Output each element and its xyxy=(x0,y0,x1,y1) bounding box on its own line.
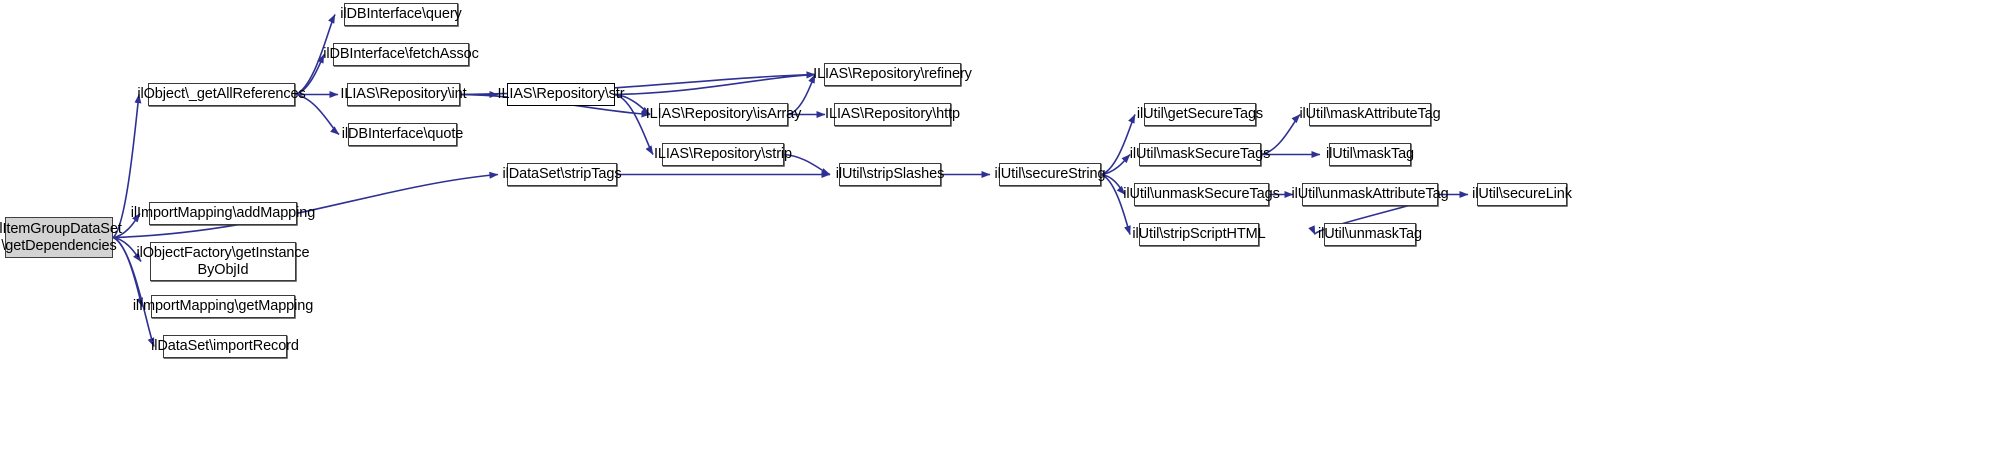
graph-node-stripTags[interactable]: ilDataSet\stripTags xyxy=(503,163,622,186)
edge-str-to-refinery xyxy=(614,71,816,96)
graph-node-refinery[interactable]: ILIAS\Repository\refinery xyxy=(813,63,972,86)
edge-str-to-strip xyxy=(614,93,654,155)
graph-node-unmaskSecureTags[interactable]: ilUtil\unmaskSecureTags xyxy=(1123,183,1280,206)
graph-node-importRecord[interactable]: ilDataSet\importRecord xyxy=(151,335,299,358)
edge-secureString-to-stripScriptHTML xyxy=(1100,173,1131,235)
graph-node-getMapping[interactable]: ilImportMapping\getMapping xyxy=(133,295,313,318)
graph-node-getAllReferences[interactable]: ilObject\_getAllReferences xyxy=(137,83,306,106)
graph-node-stripScriptHTML[interactable]: ilUtil\stripScriptHTML xyxy=(1132,223,1266,246)
graph-node-str[interactable]: ILIAS\Repository\str xyxy=(498,83,625,106)
graph-node-getInstanceByObjId[interactable]: ilObjectFactory\getInstance ByObjId xyxy=(137,242,310,281)
graph-node-root[interactable]: ilItemGroupDataSet \getDependencies xyxy=(0,217,122,258)
graph-node-quote[interactable]: ilDBInterface\quote xyxy=(342,123,463,146)
graph-node-strip[interactable]: ILIAS\Repository\strip xyxy=(654,143,792,166)
graph-node-unmaskAttributeTag[interactable]: ilUtil\unmaskAttributeTag xyxy=(1291,183,1449,206)
graph-node-maskSecureTags[interactable]: ilUtil\maskSecureTags xyxy=(1130,143,1270,166)
graph-node-int[interactable]: ILIAS\Repository\int xyxy=(340,83,467,106)
graph-node-http[interactable]: ILIAS\Repository\http xyxy=(825,103,960,126)
graph-node-stripSlashes[interactable]: ilUtil\stripSlashes xyxy=(836,163,944,186)
graph-node-unmaskTag[interactable]: ilUtil\unmaskTag xyxy=(1318,223,1422,246)
graph-node-query[interactable]: ilDBInterface\query xyxy=(340,3,462,26)
graph-node-maskAttributeTag[interactable]: ilUtil\maskAttributeTag xyxy=(1299,103,1441,126)
graph-node-secureLink[interactable]: ilUtil\secureLink xyxy=(1472,183,1572,206)
graph-node-maskTag[interactable]: ilUtil\maskTag xyxy=(1326,143,1414,166)
graph-node-getSecureTags[interactable]: ilUtil\getSecureTags xyxy=(1137,103,1263,126)
graph-node-fetchAssoc[interactable]: ilDBInterface\fetchAssoc xyxy=(323,43,479,66)
graph-node-isArray[interactable]: ILIAS\Repository\isArray xyxy=(646,103,801,126)
graph-node-secureString[interactable]: ilUtil\secureString xyxy=(995,163,1106,186)
edge-secureString-to-getSecureTags xyxy=(1100,114,1136,176)
graph-node-addMapping[interactable]: ilImportMapping\addMapping xyxy=(131,202,315,225)
